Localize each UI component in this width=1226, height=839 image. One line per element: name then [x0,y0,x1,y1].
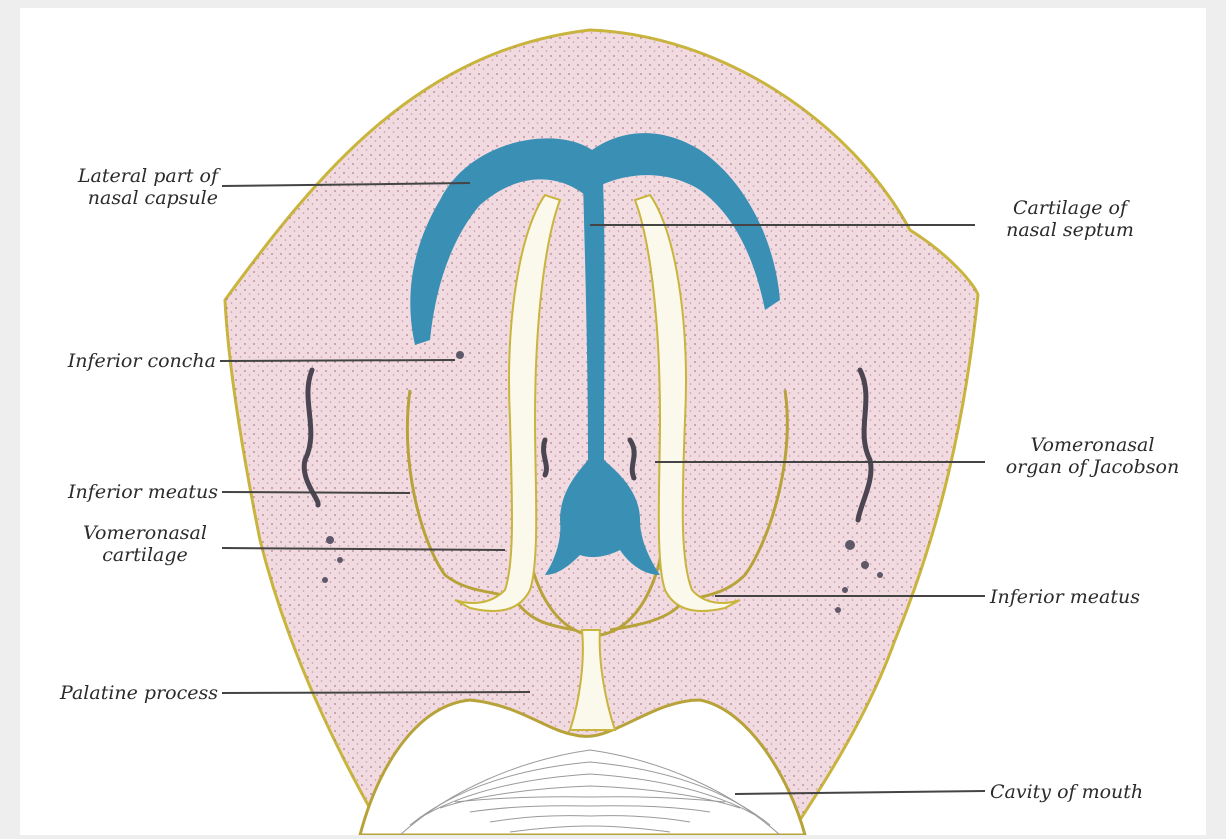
label-vomeronasal-organ-line1: Vomeronasal [980,434,1205,456]
label-vomeronasal-organ-line2: organ of Jacobson [980,456,1205,478]
label-inferior-meatus-left: Inferior meatus [30,481,218,503]
label-septum-cartilage: Cartilage of nasal septum [975,197,1165,241]
label-palatine-process-text: Palatine process [20,682,218,704]
label-septum-cartilage-line2: nasal septum [975,219,1165,241]
label-inferior-meatus-right: Inferior meatus [990,586,1200,608]
label-cavity-of-mouth: Cavity of mouth [990,781,1200,803]
label-inferior-meatus-left-text: Inferior meatus [30,481,218,503]
label-inferior-concha-text: Inferior concha [30,350,216,372]
label-vomeronasal-cartilage-line1: Vomeronasal [60,522,230,544]
label-cavity-of-mouth-text: Cavity of mouth [990,781,1200,803]
label-inferior-concha: Inferior concha [30,350,216,372]
label-inferior-meatus-right-text: Inferior meatus [990,586,1200,608]
label-vomeronasal-organ: Vomeronasal organ of Jacobson [980,434,1205,478]
leader-palatine-process [222,692,530,693]
label-palatine-process: Palatine process [20,682,218,704]
label-lateral-capsule-line1: Lateral part of [30,165,218,187]
label-lateral-capsule: Lateral part of nasal capsule [30,165,218,209]
label-lateral-capsule-line2: nasal capsule [30,187,218,209]
leader-inferior-concha [220,360,455,361]
leader-inferior-meatus-left [222,492,410,493]
label-vomeronasal-cartilage-line2: cartilage [60,544,230,566]
label-septum-cartilage-line1: Cartilage of [975,197,1165,219]
label-vomeronasal-cartilage: Vomeronasal cartilage [60,522,230,566]
